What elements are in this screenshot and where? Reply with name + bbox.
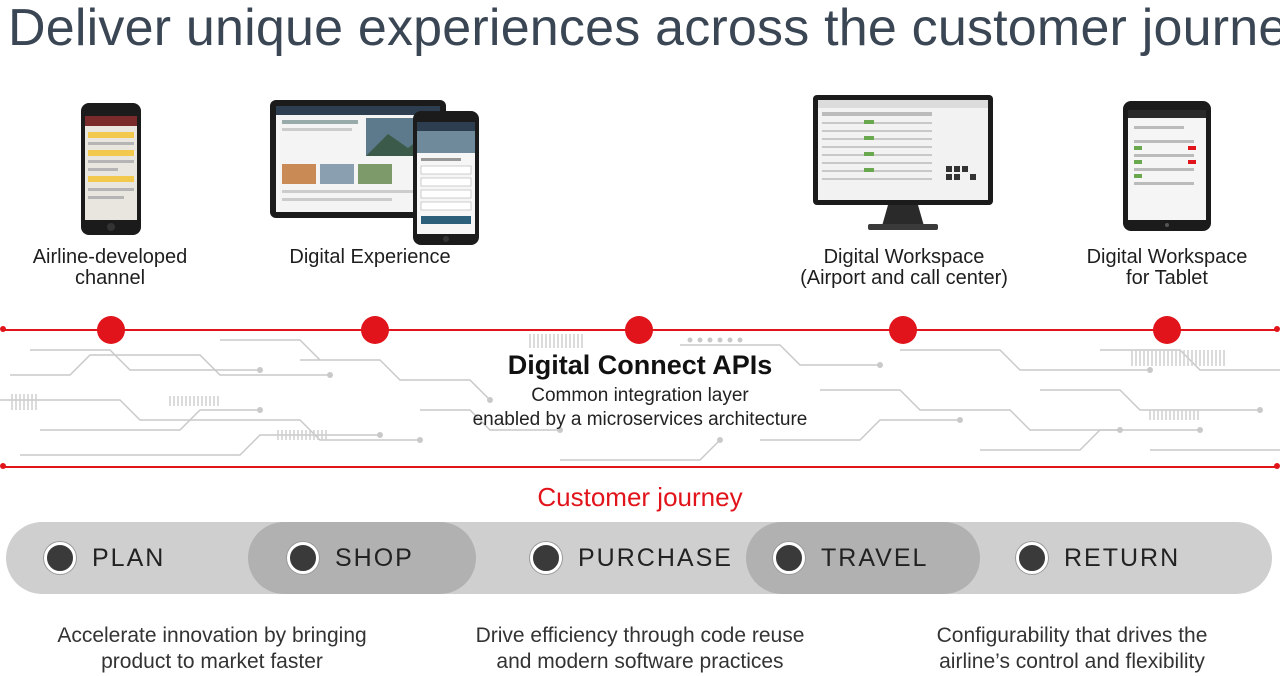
stage-dot-icon — [44, 542, 76, 574]
stage-shop: SHOP — [287, 539, 414, 577]
line-end-dot — [0, 326, 6, 332]
connection-dot — [97, 316, 125, 344]
desktop-monitor-icon — [813, 95, 993, 230]
device-label-digital-experience: Digital Experience — [289, 246, 451, 268]
stage-label: TRAVEL — [821, 543, 929, 572]
stage-label: SHOP — [335, 543, 414, 572]
stage-label: PLAN — [92, 543, 166, 572]
stage-dot-icon — [287, 542, 319, 574]
connection-dot — [625, 316, 653, 344]
device-label-digital-workspace: Digital Workspace(Airport and call cente… — [800, 246, 1008, 289]
connection-dot — [1153, 316, 1181, 344]
stage-return: RETURN — [1016, 539, 1180, 577]
line-end-dot — [0, 463, 6, 469]
connection-dot — [889, 316, 917, 344]
journey-bar — [6, 522, 1272, 594]
page-title: Deliver unique experiences across the cu… — [8, 0, 1280, 57]
stage-dot-icon — [1016, 542, 1048, 574]
smartphone-icon — [81, 103, 141, 235]
stage-dot-icon — [773, 542, 805, 574]
tablet-icon — [1123, 101, 1211, 231]
stage-plan: PLAN — [44, 539, 165, 577]
stage-purchase: PURCHASE — [530, 539, 733, 577]
stage-dot-icon — [530, 542, 562, 574]
api-bottom-line — [3, 466, 1277, 468]
line-end-dot — [1274, 326, 1280, 332]
stage-label: RETURN — [1064, 543, 1181, 572]
line-end-dot — [1274, 463, 1280, 469]
stage-label: PURCHASE — [578, 543, 733, 572]
connection-dot — [361, 316, 389, 344]
api-title: Digital Connect APIs — [507, 350, 773, 380]
stage-travel: TRAVEL — [773, 539, 928, 577]
circuit-background — [0, 334, 1280, 461]
journey-label: Customer journey — [537, 482, 743, 512]
journey-highlight — [248, 522, 476, 594]
tablet-icon — [413, 111, 479, 245]
